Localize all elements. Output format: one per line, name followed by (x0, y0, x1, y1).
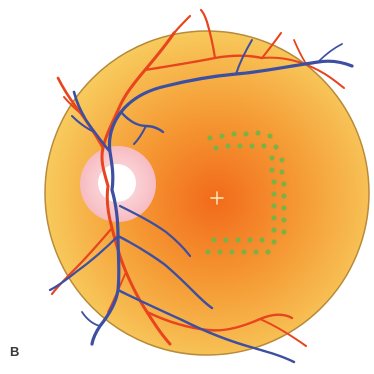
laser-spot-icon (219, 133, 224, 138)
laser-spot-icon (235, 237, 240, 242)
laser-spot-icon (241, 249, 246, 254)
laser-spot-icon (269, 167, 274, 172)
laser-spot-icon (271, 239, 276, 244)
laser-spot-icon (281, 205, 286, 210)
laser-spot-icon (259, 237, 264, 242)
artery-twig-superior-a (174, 16, 190, 33)
laser-spot-icon (247, 237, 252, 242)
laser-spot-icon (279, 157, 284, 162)
laser-spot-icon (217, 249, 222, 254)
laser-spot-icon (281, 229, 286, 234)
laser-spot-icon (271, 215, 276, 220)
laser-spot-icon (255, 130, 260, 135)
laser-spot-icon (261, 143, 266, 148)
laser-spot-icon (211, 237, 216, 242)
vein-twig-superior-b (318, 44, 342, 62)
laser-spot-icon (267, 133, 272, 138)
panel-label: B (10, 344, 19, 359)
vein-twig-inferior-nasal (82, 312, 100, 326)
laser-spot-icon (281, 217, 286, 222)
laser-spot-icon (229, 249, 234, 254)
laser-spot-icon (281, 193, 286, 198)
laser-spot-icon (269, 155, 274, 160)
laser-spot-icon (271, 203, 276, 208)
laser-spot-icon (273, 144, 278, 149)
laser-spot-icon (281, 181, 286, 186)
laser-spot-icon (205, 249, 210, 254)
laser-spot-icon (225, 143, 230, 148)
laser-spot-icon (271, 179, 276, 184)
laser-spot-icon (237, 143, 242, 148)
laser-spot-icon (243, 131, 248, 136)
laser-spot-icon (207, 135, 212, 140)
laser-spot-icon (213, 145, 218, 150)
laser-spot-icon (271, 227, 276, 232)
laser-spot-icon (253, 249, 258, 254)
laser-spot-icon (231, 131, 236, 136)
laser-spot-icon (279, 169, 284, 174)
laser-spot-icon (223, 237, 228, 242)
optic-disc (80, 146, 156, 222)
laser-spot-icon (271, 191, 276, 196)
laser-spot-icon (265, 249, 270, 254)
laser-spot-icon (249, 143, 254, 148)
